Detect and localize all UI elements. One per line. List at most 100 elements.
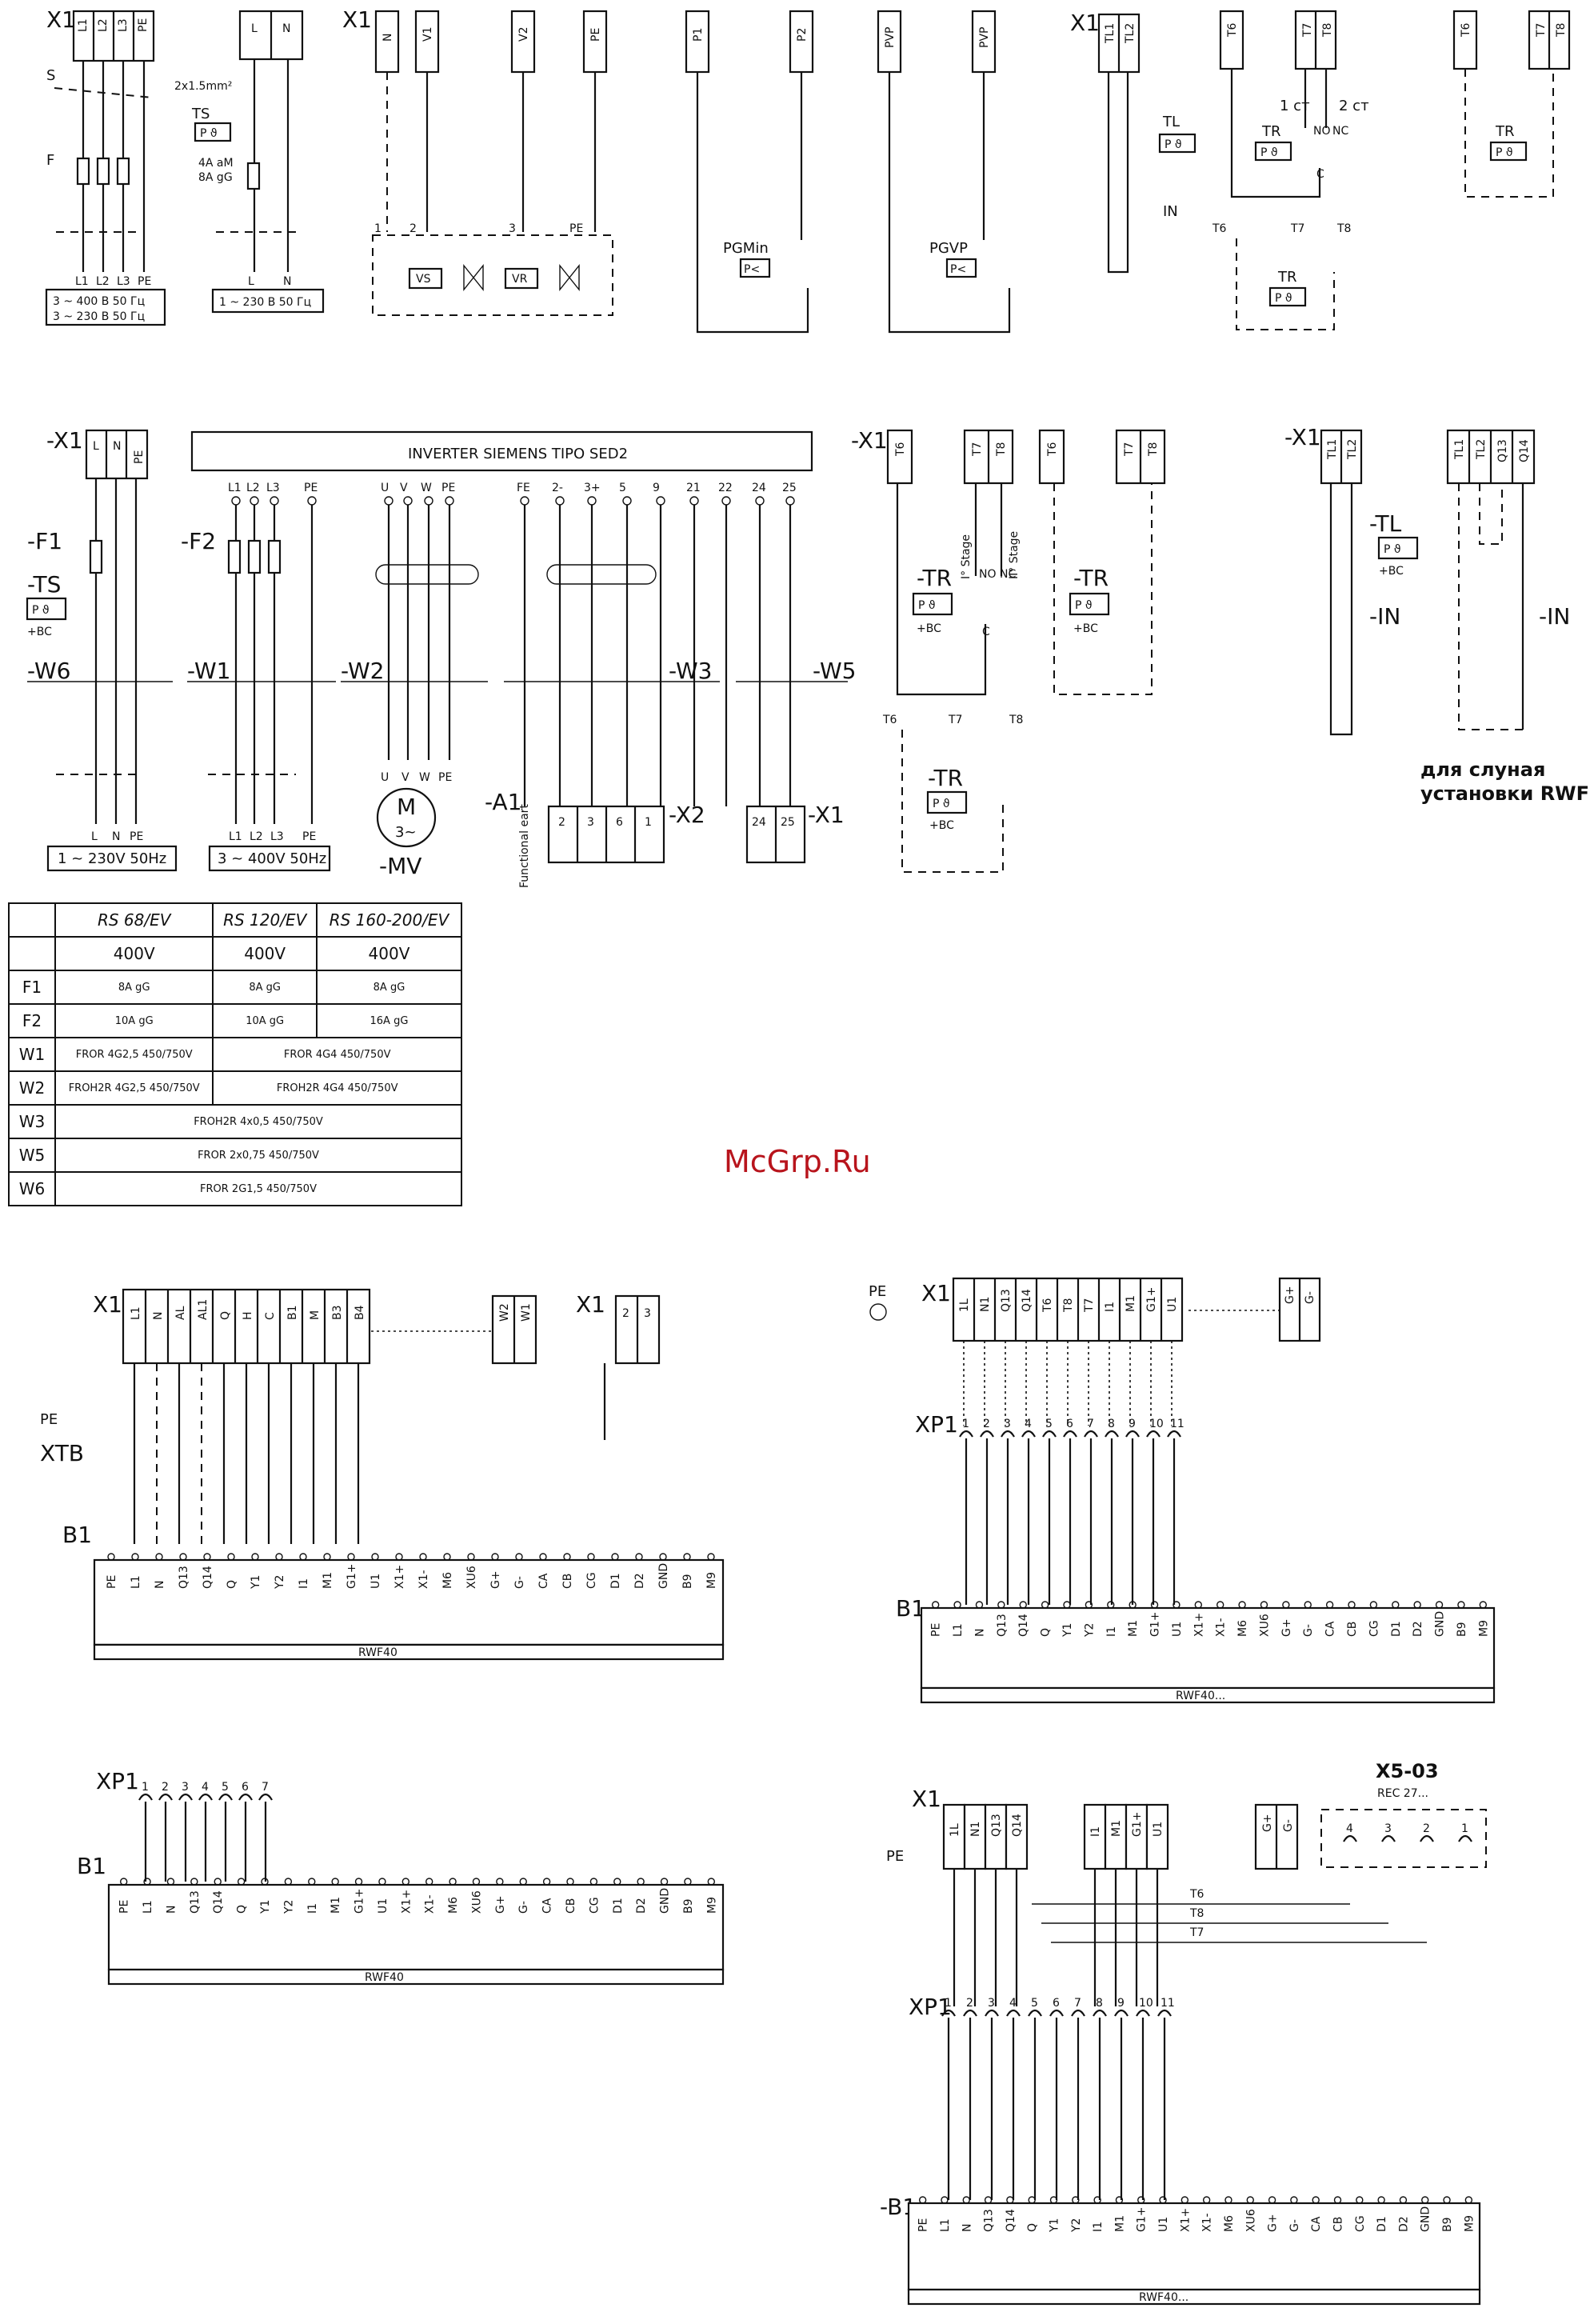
bl1-b1-terminal-label: CA	[537, 1573, 550, 1589]
mid-in-label: -IN	[1369, 603, 1400, 630]
bl1-b1-terminal-label: X1+	[394, 1565, 406, 1589]
br2-x1-term-box	[963, 1803, 987, 1870]
bl2-b1: B1	[77, 1853, 106, 1879]
tr2-term-t7: T7	[1535, 23, 1548, 38]
br2-b1-terminal-label: Q14	[1005, 2209, 1017, 2232]
bl2-b1-terminal-label: X1-	[424, 1894, 437, 1914]
tl-label: TL	[1162, 114, 1180, 130]
bl2-xp1-num: 1	[142, 1781, 149, 1794]
bl2-b1-terminal-label: Y2	[282, 1900, 295, 1914]
bl1-b1-terminal	[611, 1553, 619, 1561]
br1-xp1-plug	[1167, 1430, 1181, 1438]
br1-xp1-plug	[959, 1430, 973, 1438]
br1-b1-terminal	[931, 1601, 940, 1609]
br2-x1: X1	[912, 1786, 941, 1812]
tr-term-t8: T8	[1321, 23, 1334, 38]
br1-b1-terminal-label: D2	[1412, 1621, 1424, 1637]
br2-b1-terminal-label: GND	[1420, 2206, 1432, 2232]
f1-label: -F1	[27, 528, 62, 554]
br1-b1-terminal-label: U1	[1171, 1622, 1184, 1637]
bl1-b1-terminal-label: L1	[130, 1575, 142, 1589]
br2-b1-terminal-label: Y2	[1070, 2218, 1083, 2233]
term-pe: PE	[137, 18, 150, 32]
table-cell: 8A gG	[54, 970, 214, 1005]
supply-3ph-400: 3 ~ 400 В 50 Гц	[53, 295, 145, 308]
bl1-b1-terminal	[419, 1553, 427, 1561]
bl1-b1-terminal	[491, 1553, 499, 1561]
bl1-x1-strip	[122, 1288, 371, 1365]
mid-tr-lbl-t8: T8	[1009, 714, 1023, 726]
br1-b1-terminal-label: N	[973, 1629, 986, 1637]
inverter-terminal	[587, 496, 597, 506]
br2-t6: T6	[1189, 1888, 1204, 1901]
mid-tr-label-2: -TR	[928, 765, 963, 791]
ts-symbol: P ϑ	[200, 127, 218, 140]
x2-term-1: 1	[645, 816, 652, 829]
br2-b1-terminal	[1202, 2196, 1211, 2204]
br2-b1-terminal-label: CB	[1332, 2217, 1345, 2232]
br1-g-minus: G-	[1304, 1291, 1316, 1304]
br1-x1-term: T7	[1083, 1298, 1096, 1313]
fuse-note-1: 4A aM	[198, 157, 234, 170]
bl2-b1-terminal	[401, 1878, 410, 1886]
bl1-b1-terminal	[131, 1553, 139, 1561]
bl2-b1-terminal	[449, 1878, 457, 1886]
tl-term-1: TL1	[1104, 23, 1117, 44]
bl2-b1-terminal	[331, 1878, 339, 1886]
x503-num: 4	[1346, 1822, 1353, 1835]
bl2-xp1: XP1	[96, 1768, 139, 1794]
bl1-b1-terminal-label: B9	[681, 1574, 694, 1589]
br2-xp1-plug	[1028, 2009, 1042, 2017]
bl2-b1-terminal	[425, 1878, 433, 1886]
bl2-b1-terminal	[660, 1878, 669, 1886]
rwf-term-tl2: TL2	[1475, 439, 1488, 460]
br1-b1-terminal-label: CG	[1368, 1620, 1380, 1637]
mid-tl-x1: -X1	[1284, 424, 1321, 450]
br1-b1-terminal	[953, 1601, 961, 1609]
valves-x1-label: X1	[342, 6, 372, 33]
top-tr: T6 T7 T8 1 ст 2 ст TR P ϑ NO NC C T6 T7 …	[1212, 10, 1571, 330]
br1-b1-terminal	[1348, 1601, 1356, 1609]
br1-x1-term: I1	[1104, 1302, 1117, 1312]
br1-xp1-num: 6	[1066, 1418, 1073, 1430]
table-cell: 8A gG	[315, 970, 463, 1005]
note-2: установки RWF 40	[1420, 782, 1590, 805]
inverter-terminal	[622, 496, 632, 506]
br2-b1-terminal-label: CA	[1310, 2216, 1323, 2232]
tr-symbol: P ϑ	[1260, 146, 1278, 159]
br2-x1-term-box	[1005, 1803, 1029, 1870]
br1-xp1-plug	[1125, 1430, 1140, 1438]
br1-x1-term: G1+	[1145, 1287, 1158, 1313]
inverter-terminal	[445, 496, 454, 506]
br2-xp1-plug	[1114, 2009, 1129, 2017]
bl2-b1-terminal-label: XU6	[470, 1890, 483, 1914]
bl1-x1-term: H	[242, 1311, 254, 1320]
bl2-b1-terminal-label: I1	[306, 1903, 319, 1914]
bl1-b1-terminal-label: M1	[322, 1572, 334, 1589]
bl1-b1-terminal	[299, 1553, 307, 1561]
valve-num-pe: PE	[569, 222, 583, 235]
bl2-b1-terminal	[542, 1878, 551, 1886]
br1-xp1-plug	[980, 1430, 994, 1438]
table-volt-2: 400V	[212, 936, 318, 971]
mid-supply3-l3: L3	[270, 830, 284, 843]
table-cell: 8A gG	[212, 970, 318, 1005]
pgmin-label: PGMin	[723, 240, 769, 257]
br2-b1-terminal	[1093, 2196, 1101, 2204]
mid-tr2-label: -TR	[1073, 565, 1109, 591]
bl1-x1-term: Q	[219, 1311, 232, 1320]
br1-b1-terminal-label: G+	[1280, 1618, 1293, 1637]
table-volt-3: 400V	[315, 936, 463, 971]
watermark: McGrp.Ru	[724, 1144, 871, 1179]
table-row-w6: W6	[8, 1171, 56, 1206]
term-n: N	[282, 22, 290, 35]
br1-b1-terminal	[1194, 1601, 1203, 1609]
br2-b1-terminal-label: M9	[1463, 2215, 1476, 2232]
br1-xp1-num: 10	[1149, 1418, 1164, 1430]
br2-b1-terminal	[1049, 2196, 1058, 2204]
